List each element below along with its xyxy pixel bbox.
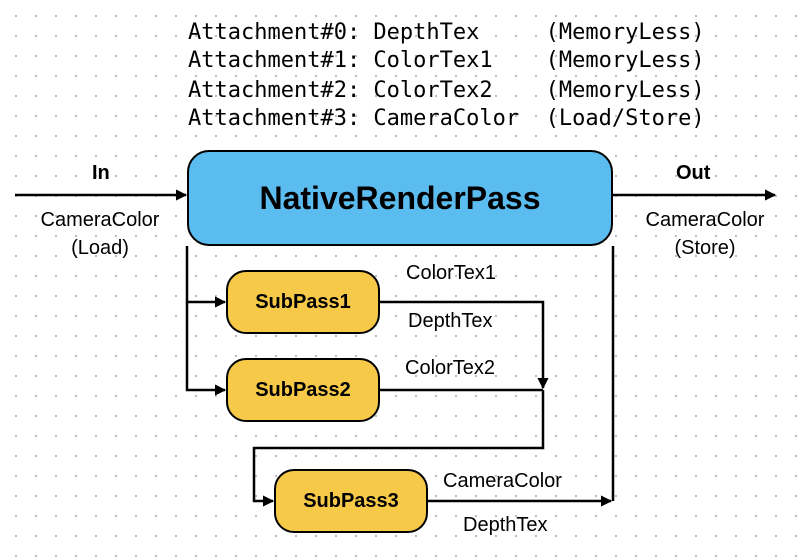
- subpass1-color-label: ColorTex1: [406, 262, 497, 284]
- output-resource: CameraColor (Store): [614, 206, 796, 262]
- subpass1-output: [380, 300, 549, 390]
- subpass3-box: SubPass3: [274, 469, 428, 533]
- subpass1-depth-label: DepthTex: [408, 310, 493, 332]
- attachment-line-0: Attachment#0: DepthTex (MemoryLess): [188, 20, 705, 45]
- native-render-pass-label: NativeRenderPass: [259, 179, 541, 216]
- input-resource: CameraColor (Load): [14, 206, 186, 262]
- subpass3-depth-label: DepthTex: [463, 514, 548, 536]
- subpass1-label: SubPass1: [255, 290, 351, 313]
- output-resource-name: CameraColor: [645, 209, 765, 231]
- subpass3-label: SubPass3: [303, 489, 399, 512]
- subpass2-label: SubPass2: [255, 378, 351, 401]
- subpass2-color-label: ColorTex2: [405, 357, 496, 379]
- feed-to-subpass1: [185, 246, 227, 308]
- feed-to-subpass2: [185, 302, 227, 396]
- subpass3-color-label: CameraColor: [443, 470, 562, 492]
- output-title: Out: [676, 162, 711, 184]
- attachment-line-2: Attachment#2: ColorTex2 (MemoryLess): [188, 78, 705, 103]
- merge-to-subpass3: [252, 390, 545, 507]
- output-resource-action: (Store): [674, 237, 736, 259]
- subpass2-box: SubPass2: [226, 358, 380, 422]
- attachment-line-1: Attachment#1: ColorTex1 (MemoryLess): [188, 48, 705, 73]
- input-resource-name: CameraColor: [40, 209, 160, 231]
- subpass1-box: SubPass1: [226, 270, 380, 334]
- input-title: In: [92, 162, 110, 184]
- native-render-pass-box: NativeRenderPass: [187, 150, 613, 246]
- input-resource-action: (Load): [71, 237, 129, 259]
- attachment-line-3: Attachment#3: CameraColor (Load/Store): [188, 106, 705, 131]
